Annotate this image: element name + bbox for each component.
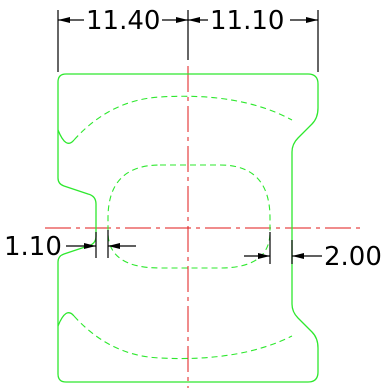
dimension-right-gap: 2.00 [324,242,382,272]
center-hidden-slot [107,164,271,269]
top-dimension: 11.40 11.10 [57,6,319,72]
left-gap-dimension: 1.10 [4,230,136,262]
arrow-left-end [176,17,188,23]
arrow-right-end [306,17,318,23]
right-gap-arrow-in [258,253,270,259]
dimension-top-right: 11.10 [210,6,284,36]
upper-hidden-arc [73,95,293,141]
part-outline [57,73,319,383]
left-gap-arrow-in [84,243,96,249]
upper-left-notch [57,129,75,144]
dimension-top-left: 11.40 [86,6,160,36]
center-lines [45,66,362,388]
arrow-left-start [58,17,70,23]
right-gap-dimension: 2.00 [244,232,382,272]
hidden-lines [73,95,293,360]
dimension-left-gap: 1.10 [4,232,62,262]
left-gap-arrow-out [108,243,120,249]
lower-hidden-arc [73,315,293,360]
right-gap-arrow-out [292,253,304,259]
arrow-right-start [188,17,200,23]
lower-left-notch [57,312,75,327]
